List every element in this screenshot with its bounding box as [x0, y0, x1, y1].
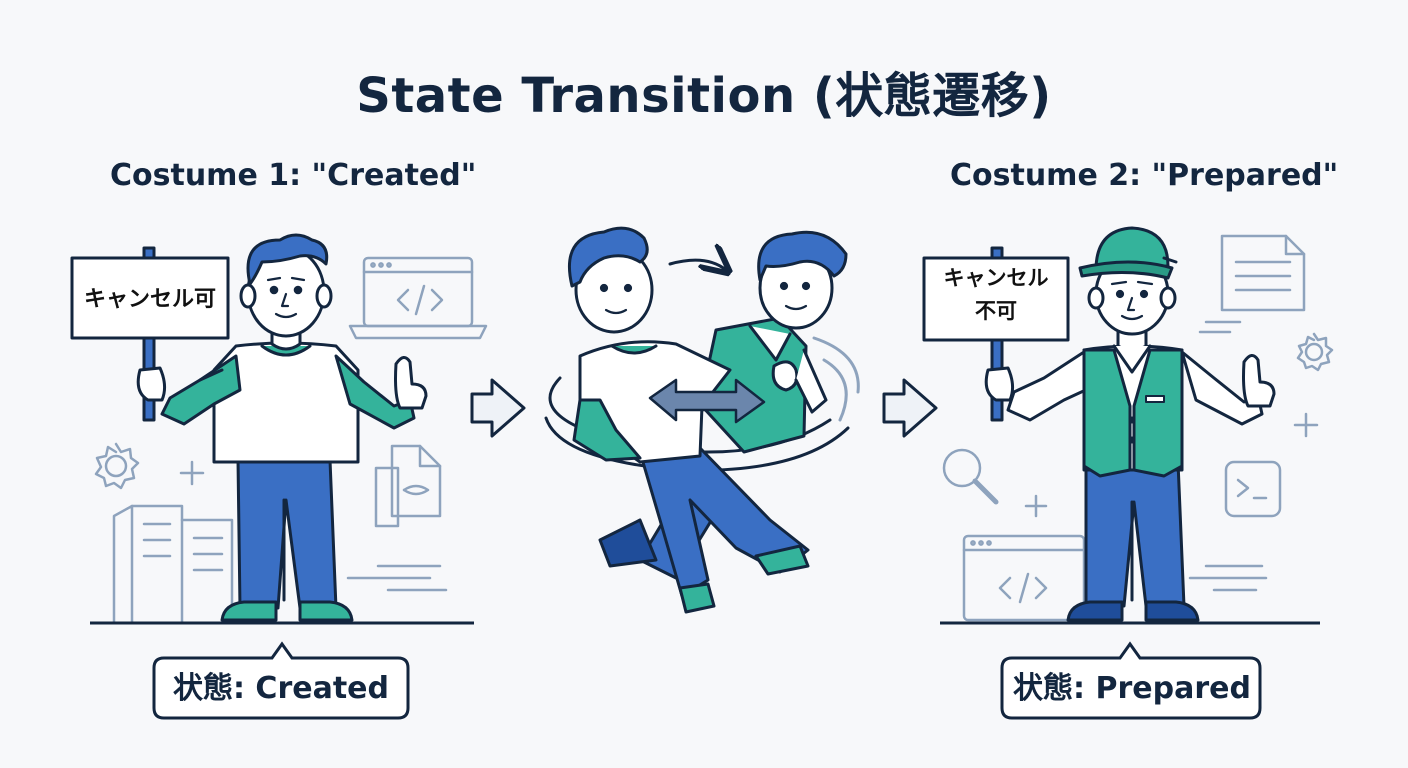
- person-created: [70, 233, 428, 622]
- gear-icon: [1296, 332, 1334, 372]
- state-label-prepared: 状態: Prepared: [1013, 671, 1251, 706]
- state-label-created: 状態: Created: [172, 671, 389, 706]
- magnifier-icon: [942, 448, 999, 505]
- arrow-right-icon: [882, 378, 938, 438]
- sparkle-icon: [179, 460, 205, 486]
- sign-line-1: キャンセル: [943, 266, 1049, 290]
- sign-text-not-cancellable: キャンセル 不可: [926, 262, 1066, 336]
- speed-lines: [346, 564, 448, 592]
- costume-2-heading: Costume 2: "Prepared": [950, 158, 1339, 193]
- speed-lines: [1198, 320, 1242, 334]
- person-prepared: [922, 226, 1276, 622]
- left-background-icons: [94, 256, 488, 624]
- document-icon: [1220, 234, 1306, 312]
- sparkle-icon: [1024, 494, 1048, 518]
- sign-text-cancellable: キャンセル可: [83, 287, 216, 312]
- costume-1-heading: Costume 1: "Created": [110, 158, 477, 193]
- code-window-icon: [348, 256, 488, 340]
- swap-arrow-icon: [648, 378, 766, 424]
- arrow-right-icon: [470, 378, 526, 438]
- sign-board-not-cancellable: [922, 256, 1070, 342]
- speed-lines: [1188, 564, 1268, 592]
- costume-change-illustration: [544, 226, 860, 614]
- code-window-icon: [962, 534, 1086, 622]
- sign-line-2: 不可: [975, 299, 1017, 323]
- document-icon: [374, 444, 442, 528]
- building-icon: [112, 504, 234, 624]
- right-background-icons: [942, 234, 1334, 622]
- sign-board-cancellable: [70, 256, 230, 340]
- terminal-icon: [1224, 460, 1282, 518]
- page-title: State Transition (状態遷移): [356, 68, 1052, 124]
- gear-icon: [94, 442, 140, 490]
- state-box-created: [152, 641, 410, 720]
- sparkle-icon: [1293, 412, 1319, 438]
- state-box-prepared: [1000, 641, 1262, 720]
